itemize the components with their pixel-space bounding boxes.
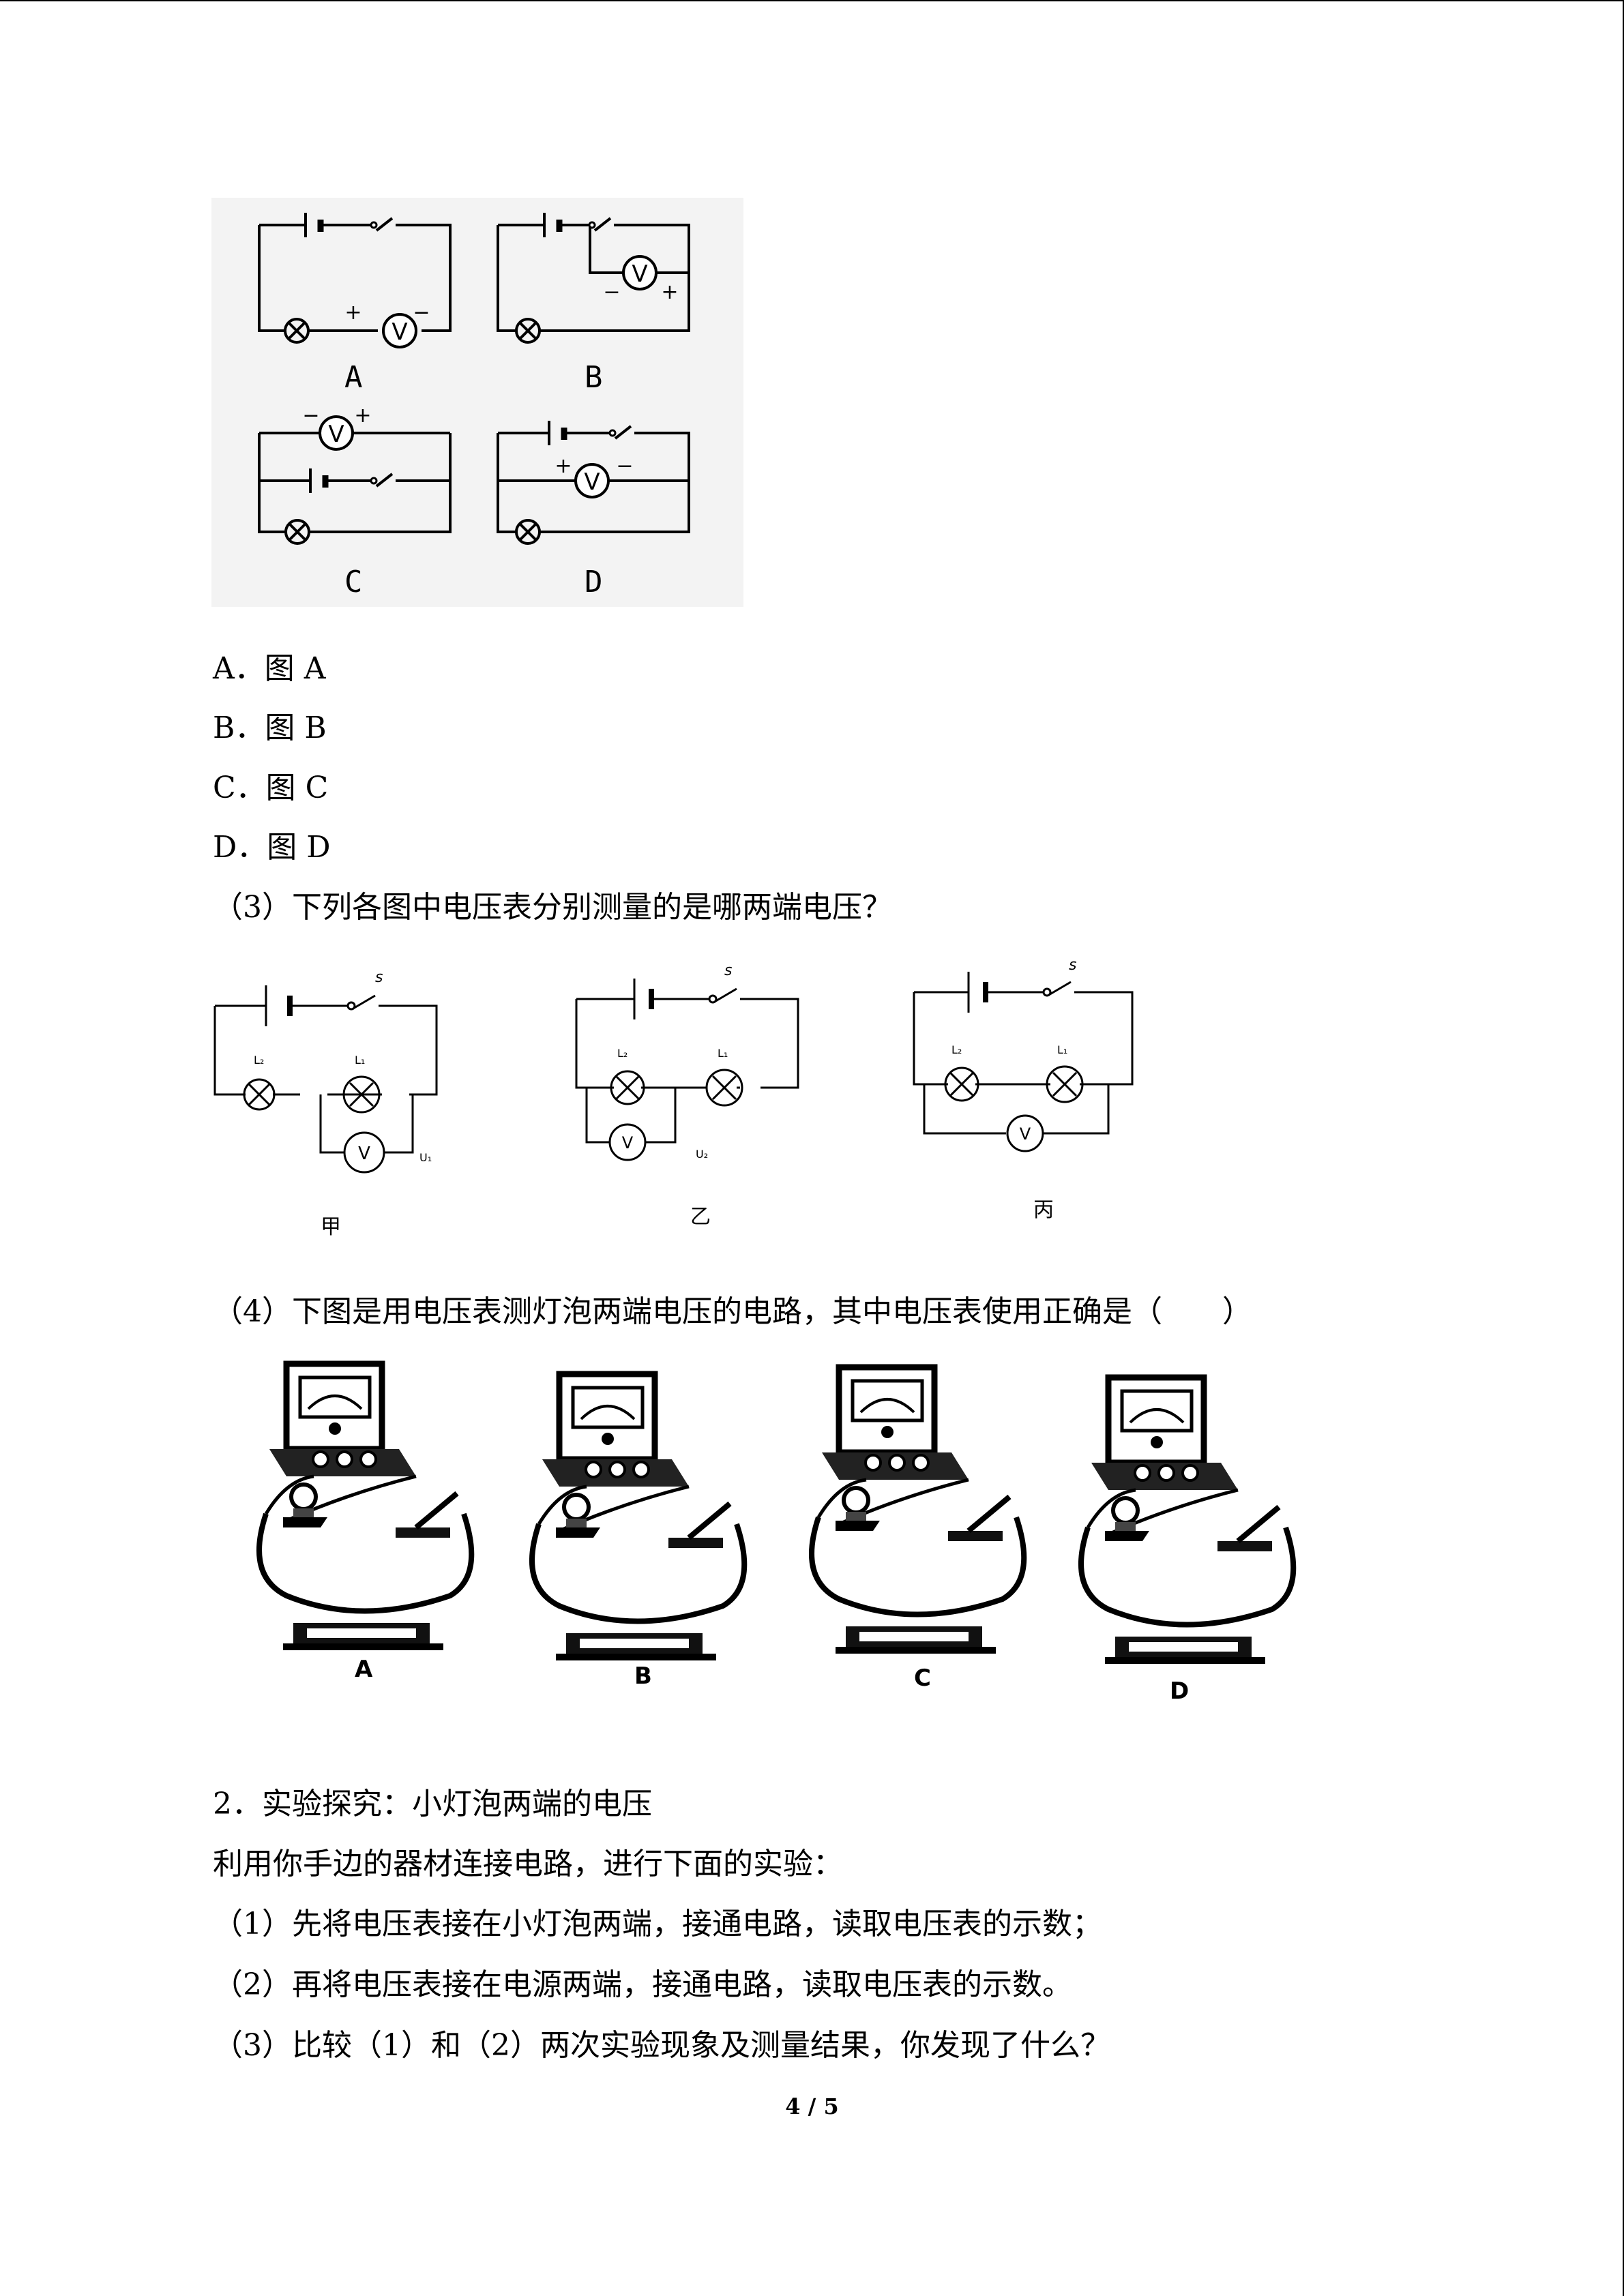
caption-b: B	[585, 360, 603, 395]
circuit-yi: V s L₂ L₁ U₂	[575, 962, 799, 1161]
step-3: （3）比较（1）和（2）两次实验现象及测量结果，你发现了什么？	[213, 2028, 1110, 2063]
page-top-border	[0, 0, 1624, 1]
caption-c: C	[344, 565, 363, 599]
apparatus-caption-a: A	[355, 1656, 373, 1683]
section-2-intro: 利用你手边的器材连接电路，进行下面的实验：	[213, 1847, 843, 1881]
caption-d: D	[585, 565, 603, 599]
lamp-label-l2: L₂	[617, 1047, 628, 1060]
circuit-jia: V s L₂ L₁ U₁	[213, 969, 438, 1174]
lamp-label-l2: L₂	[254, 1054, 264, 1067]
page-number: 4 / 5	[785, 2093, 839, 2119]
apparatus-caption-b: B	[634, 1663, 652, 1690]
meter-label: V	[358, 1144, 370, 1164]
option-a: A．图 A	[213, 651, 326, 686]
lamp-label-l1: L₁	[355, 1054, 365, 1067]
minus-sign: −	[603, 280, 620, 304]
circuit-diagram-b: V − +	[497, 213, 690, 344]
option-c: C．图 C	[213, 771, 329, 805]
plus-sign: +	[661, 280, 678, 304]
apparatus-caption-c: C	[914, 1665, 931, 1692]
meter-label: V	[1020, 1124, 1031, 1144]
question-3: （3）下列各图中电压表分别测量的是哪两端电压？	[213, 890, 892, 925]
lamp-label-l2: L₂	[951, 1043, 962, 1056]
switch-label: s	[1069, 957, 1076, 974]
circuit-bing: V s L₂ L₁	[913, 957, 1134, 1152]
circuit-diagram-a: V + −	[258, 213, 452, 348]
circuit-diagram-d: V + −	[497, 421, 690, 545]
caption-bing: 丙	[1033, 1198, 1054, 1222]
plus-sign: +	[344, 301, 361, 325]
switch-label: s	[724, 962, 732, 979]
option-d: D．图 D	[213, 830, 331, 865]
meter-label: V	[392, 318, 407, 346]
minus-sign: −	[616, 454, 633, 478]
plus-sign: +	[354, 404, 371, 428]
step-2: （2）再将电压表接在电源两端，接通电路，读取电压表的示数。	[213, 1967, 1072, 2002]
meter-label: V	[584, 468, 600, 496]
lamp-label-l1: L₁	[718, 1047, 728, 1060]
question-4: （4）下图是用电压表测灯泡两端电压的电路，其中电压表使用正确是（ ）	[213, 1294, 1252, 1329]
voltage-label-u2: U₂	[696, 1148, 708, 1161]
minus-sign: −	[413, 301, 430, 325]
circuit-diagram-c: V − +	[258, 404, 452, 545]
meter-label: V	[328, 421, 344, 448]
option-b: B．图 B	[213, 711, 327, 745]
meter-label: V	[632, 260, 647, 288]
section-2-title: 2．实验探究：小灯泡两端的电压	[213, 1787, 652, 1821]
plus-sign: +	[555, 454, 572, 478]
caption-yi: 乙	[690, 1205, 711, 1229]
step-1: （1）先将电压表接在小灯泡两端，接通电路，读取电压表的示数；	[213, 1907, 1102, 1941]
page-right-border	[1623, 0, 1624, 2296]
meter-label: V	[622, 1133, 634, 1152]
voltage-label-u1: U₁	[419, 1151, 432, 1164]
apparatus-caption-d: D	[1170, 1678, 1190, 1705]
minus-sign: −	[302, 404, 319, 428]
switch-label: s	[375, 969, 383, 986]
apparatus-figure	[225, 1357, 1310, 1712]
caption-jia: 甲	[321, 1215, 341, 1239]
caption-a: A	[344, 360, 363, 395]
lamp-label-l1: L₁	[1057, 1043, 1067, 1056]
